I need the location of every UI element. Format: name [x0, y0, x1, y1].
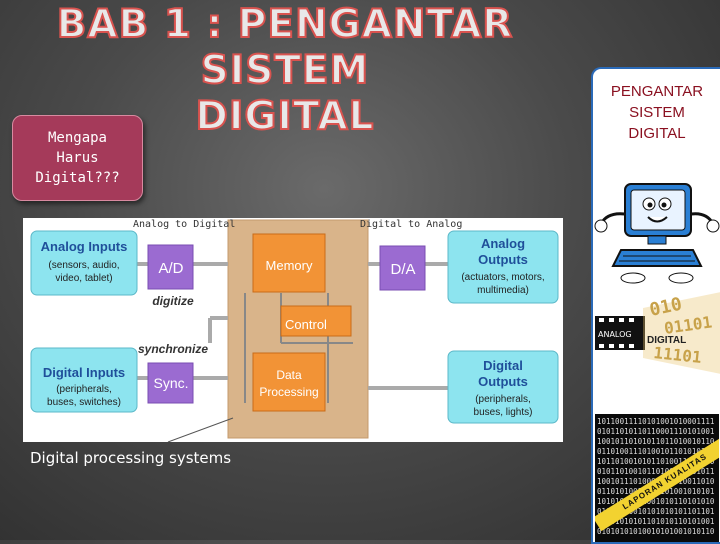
binary-row: 01011010010110100101101011 [597, 467, 715, 476]
memory-box [252, 233, 326, 293]
caption-pointer-line [167, 417, 234, 442]
binary-row: 10010110101011011010010110 [597, 437, 715, 446]
digital-system-diagram: Analog Inputs (sensors, audio, video, ta… [23, 218, 563, 442]
analog-outputs-detail-2: multimedia) [477, 285, 529, 296]
binary-row: 10110100101011010011010100 [597, 457, 715, 466]
binary-row: 10101001101001010110101010 [597, 497, 715, 506]
analog-digital-film-strip: ANALOG 010 01101 11101 DIGITAL [593, 286, 720, 376]
binary-row: 10101010101101010110101001 [597, 517, 715, 526]
data-processing-label-1: Data [276, 368, 302, 382]
analog-inputs-detail-1: (sensors, audio, [48, 260, 119, 271]
digital-outputs-detail-1: (peripherals, [475, 394, 531, 405]
digital-inputs-detail-1: (peripherals, [56, 384, 112, 395]
binary-row: 01010101010010101001010110 [597, 527, 715, 536]
film-analog-label: ANALOG [598, 330, 632, 339]
memory-label: Memory [266, 258, 313, 273]
digital-outputs-title-1: Digital [483, 358, 523, 373]
analog-outputs-title-2: Outputs [478, 252, 528, 267]
sync-box [147, 362, 194, 404]
analog-inputs-box [30, 230, 138, 296]
digital-to-analog-label: Digital to Analog [360, 219, 463, 230]
slide-title-line2: DIGITAL [194, 93, 375, 140]
binary-row: 10110011110101001010001111 [597, 417, 715, 426]
digital-inputs-detail-2: buses, switches) [47, 397, 121, 408]
sync-label: Sync. [153, 375, 188, 391]
da-converter-box [379, 245, 426, 291]
digital-outputs-title-2: Outputs [478, 374, 528, 389]
analog-outputs-box [447, 230, 559, 304]
slide-title-line1: BAB 1 : PENGANTAR SISTEM [56, 1, 514, 94]
diagram-caption: Digital processing systems [30, 449, 232, 467]
digitize-label: digitize [152, 294, 194, 308]
svg-text:11101: 11101 [653, 343, 703, 367]
film-digital-label: DIGITAL [647, 335, 686, 346]
binary-row: 01011010110110001110101001 [597, 427, 715, 436]
analog-to-digital-label: Analog to Digital [133, 219, 236, 230]
data-processing-box [252, 352, 326, 412]
synchronize-label: synchronize [138, 342, 208, 356]
analog-outputs-detail-1: (actuators, motors, [461, 272, 544, 283]
ad-converter-box [147, 244, 194, 290]
side-panel-title: PENGANTAR SISTEM DIGITAL [610, 83, 704, 142]
digital-inputs-title: Digital Inputs [43, 365, 125, 380]
digital-outputs-detail-2: buses, lights) [474, 407, 533, 418]
binary-row: 01101001110100101101010101 [597, 447, 715, 456]
analog-inputs-detail-2: video, tablet) [55, 273, 112, 284]
cartoon-computer-illustration [594, 183, 720, 284]
digital-outputs-box [447, 350, 559, 424]
ad-converter-label: A/D [158, 260, 183, 277]
slide-title: BAB 1 : PENGANTAR SISTEM DIGITAL [0, 1, 570, 140]
control-label: Control [285, 317, 327, 332]
binary-row: 01010110010101010101101101 [597, 507, 715, 516]
analog-inputs-title: Analog Inputs [41, 239, 128, 254]
digital-inputs-box [30, 347, 138, 413]
data-processing-label-2: Processing [259, 385, 318, 399]
da-converter-label: D/A [390, 261, 415, 278]
analog-outputs-title-1: Analog [481, 236, 525, 251]
side-panel: PENGANTAR SISTEM DIGITAL ANALOG 010 0110… [591, 67, 720, 544]
callout-text: Mengapa Harus Digital??? [35, 130, 120, 186]
control-box [280, 305, 352, 337]
callout-box: Mengapa Harus Digital??? [12, 115, 143, 201]
